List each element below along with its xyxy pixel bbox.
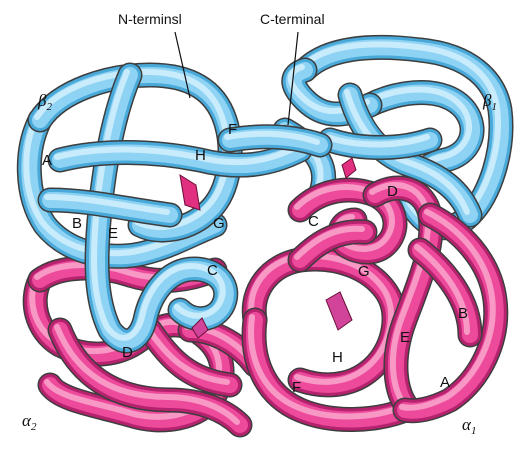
beta2-helix-d: D	[122, 344, 133, 361]
beta2-subunit	[26, 72, 320, 341]
alpha1-symbol: α1	[462, 415, 476, 437]
heme-alpha1	[326, 292, 352, 330]
beta2-helix-c: C	[207, 262, 218, 279]
c-terminal-label: C-terminal	[260, 11, 325, 27]
alpha1-helix-d: D	[387, 183, 398, 200]
beta2-helix-e: E	[108, 225, 118, 242]
alpha1-helix-f: F	[292, 379, 301, 396]
n-terminal-label: N-terminsl	[118, 11, 182, 27]
beta2-helix-g: G	[213, 215, 225, 232]
beta2-helix-f: F	[228, 121, 237, 138]
beta2-helix-b: B	[72, 215, 82, 232]
beta2-helix-a: A	[42, 152, 52, 169]
alpha1-helix-b: B	[458, 305, 468, 322]
alpha1-helix-e: E	[400, 329, 410, 346]
alpha1-helix-a: A	[440, 374, 450, 391]
alpha2-symbol: α2	[22, 411, 37, 433]
beta2-helix-h: H	[195, 147, 206, 164]
heme-beta2	[180, 175, 200, 210]
heme-beta1	[342, 158, 356, 178]
alpha1-helix-h: H	[332, 349, 343, 366]
alpha1-helix-c: C	[308, 213, 319, 230]
alpha1-helix-g: G	[358, 263, 370, 280]
alpha1-subunit	[251, 185, 496, 420]
